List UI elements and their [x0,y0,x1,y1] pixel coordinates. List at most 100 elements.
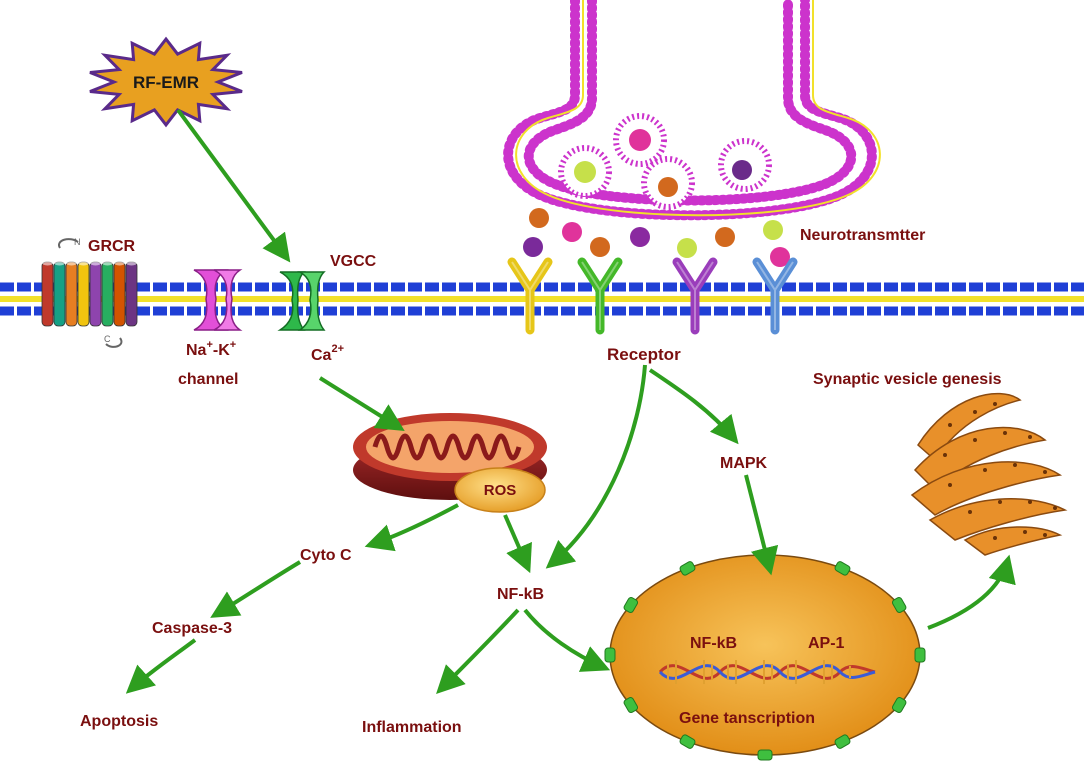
arrow-ros-to-cytoc [364,503,459,552]
na-label: Na [186,342,207,359]
neurotransmitter-dot [770,247,790,267]
receptor-group [507,257,798,335]
nuclear-pore [679,561,696,576]
mapk-label: MAPK [720,455,768,472]
grcr-c-terminal-label: C [104,334,111,344]
nuclear-pore [834,734,851,749]
na-k-channel-icon [193,269,243,331]
dna-helix-icon [658,660,876,684]
na-k-label: Na+-K+ [186,339,236,359]
nucleus-nf-kb-label: NF-kB [690,635,737,652]
neurotransmitter-dot [677,238,697,258]
ca-charge: 2+ [331,343,344,355]
cyto-c-label: Cyto C [300,547,352,564]
receptor-y-icon [507,257,553,335]
nucleus-icon [604,549,926,761]
grcr-helix [101,261,114,327]
neurotransmitter-dot [630,227,650,247]
receptor-y-icon [672,257,718,335]
vgcc-channel-icon [277,271,326,331]
nuclear-pore [604,647,616,663]
ca-label: Ca [311,347,332,364]
grcr-helix [53,261,66,327]
vesicle [613,113,667,167]
grcr-helix [41,261,54,327]
arrow-cytoc-to-caspase [210,560,302,618]
na-charge: + [206,339,212,351]
caspase-3-label: Caspase-3 [152,620,232,637]
grcr-helix [77,261,90,327]
ap-1-label: AP-1 [808,635,845,652]
arrow-mapk-to-nucleus [744,474,779,576]
k-label: -K [213,342,230,359]
neurotransmitter-dot [529,208,549,228]
neurotransmitter-label: Neurotransmtter [800,227,925,244]
nuclear-pore [891,697,907,713]
nuclear-pore [623,697,639,713]
nuclear-pore [623,597,639,613]
vesicle [641,156,695,210]
grcr-helix-cap [42,260,53,266]
arrow-nfkb-to-nucleus [523,608,611,672]
nuclear-pore [891,597,907,613]
neurotransmitter-dot [715,227,735,247]
nuclear-pore [679,734,696,749]
receptor-highlight [756,261,794,330]
neurotransmitter-dot [523,237,543,257]
grcr-helix-cap [126,260,137,266]
nuclear-pore [757,749,773,761]
arrow-caspase-to-apoptosis [125,638,197,694]
grcr-helix [65,261,78,327]
nuclear-pore [834,561,851,576]
grcr-helix-cap [114,260,125,266]
neurotransmitter-molecules [523,208,790,267]
grcr-helix-cap [66,260,77,266]
vesicle [558,145,612,199]
arrow-nfkb-to-inflammation [436,608,520,694]
arrow-ros-to-nfkb [503,514,532,574]
grcr-helix [113,261,126,327]
grcr-receptor-icon: N C [41,237,138,348]
arrow-ca-to-mito [318,376,405,431]
grcr-helix-cap [102,260,113,266]
ros-blob [454,467,546,513]
receptor-label: Receptor [607,345,681,364]
receptor-highlight [581,261,619,330]
calcium-label: Ca2+ [311,343,344,364]
ros-label: ROS [484,482,517,499]
nuclear-pore [914,647,926,663]
apoptosis-label: Apoptosis [80,713,158,730]
grcr-label: GRCR [88,238,136,255]
cell-membrane [0,282,1084,316]
presynaptic-terminal [503,0,881,221]
grcr-helix [89,261,102,327]
vesicle [718,138,772,192]
receptor-y-icon [577,257,623,335]
grcr-helix-cap [90,260,101,266]
nf-kb-label: NF-kB [497,586,544,603]
neurotransmitter-dot [562,222,582,242]
rf-emr-label: RF-EMR [133,73,199,92]
grcr-helix-cap [54,260,65,266]
neurotransmitter-dot [590,237,610,257]
synaptic-vesicles [558,113,772,210]
neurotransmitter-dot [763,220,783,240]
arrow-nucleus-to-golgi [927,554,1016,630]
arrow-receptor-to-mapk [648,368,739,445]
receptor-y-icon [752,257,798,335]
gene-transcription-label: Gene tanscription [679,710,815,727]
grcr-n-terminal-label: N [74,237,81,247]
receptor-highlight [511,261,549,330]
k-charge: + [230,339,236,351]
golgi-apparatus-icon [910,392,1068,556]
inflammation-label: Inflammation [362,719,462,736]
rf-emr-burst-icon [89,36,243,128]
grcr-helix [125,261,138,327]
receptor-highlight [676,261,714,330]
arrow-rf-to-vgcc [176,108,291,263]
channel-label: channel [178,371,238,388]
vgcc-label: VGCC [330,253,377,270]
pathway-arrows [125,108,1016,694]
